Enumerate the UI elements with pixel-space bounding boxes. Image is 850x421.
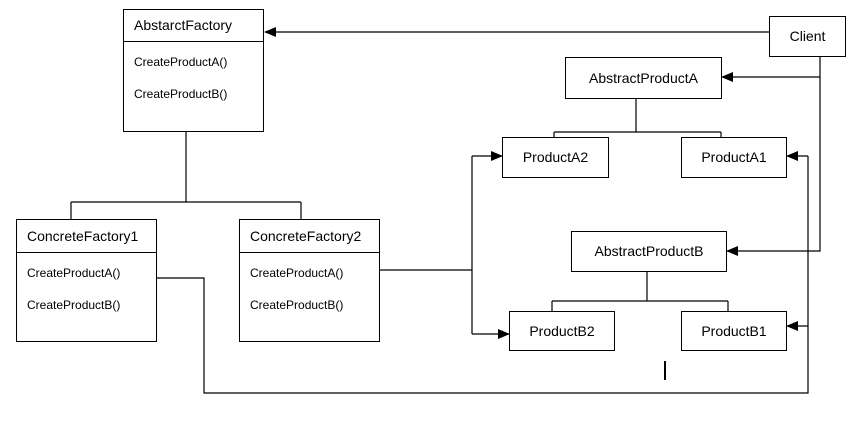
concrete-factory-2-name: ConcreteFactory2 (240, 220, 379, 253)
abstract-product-b-class: AbstractProductB (571, 231, 727, 272)
product-a1-class: ProductA1 (681, 137, 787, 178)
concrete-factory-2-op-create-product-a: CreateProductA() (250, 266, 344, 280)
abstract-factory-op-create-product-a: CreateProductA() (134, 55, 228, 69)
client-to-product-a-arrow (721, 57, 821, 82)
concrete-factory-1-op-create-product-b: CreateProductB() (27, 298, 121, 312)
concrete-factory-2-class: ConcreteFactory2 CreateProductA() Create… (239, 219, 380, 342)
abstract-factory-op-create-product-b: CreateProductB() (134, 87, 228, 101)
client-to-product-b-arrow (726, 77, 821, 256)
product-a2-class: ProductA2 (502, 137, 609, 178)
abstract-factory-ops: CreateProductA() CreateProductB() (124, 52, 263, 104)
concrete-factory-1-name: ConcreteFactory1 (17, 220, 156, 253)
abstract-factory-name: AbstarctFactory (124, 10, 263, 42)
concrete-factory-1-op-create-product-a: CreateProductA() (27, 266, 121, 280)
concrete-factory-2-ops: CreateProductA() CreateProductB() (240, 263, 379, 315)
client-class: Client (769, 16, 846, 57)
abstract-factory-class: AbstarctFactory CreateProductA() CreateP… (123, 9, 264, 132)
concrete-factory-1-class: ConcreteFactory1 CreateProductA() Create… (16, 219, 157, 342)
factory1-connector (157, 156, 809, 394)
concrete-factory-1-ops: CreateProductA() CreateProductB() (17, 263, 156, 315)
concrete-factory-2-op-create-product-b: CreateProductB() (250, 298, 344, 312)
product-b2-class: ProductB2 (509, 311, 615, 351)
abstract-product-a-class: AbstractProductA (565, 57, 722, 99)
product-b1-class: ProductB1 (681, 311, 787, 351)
